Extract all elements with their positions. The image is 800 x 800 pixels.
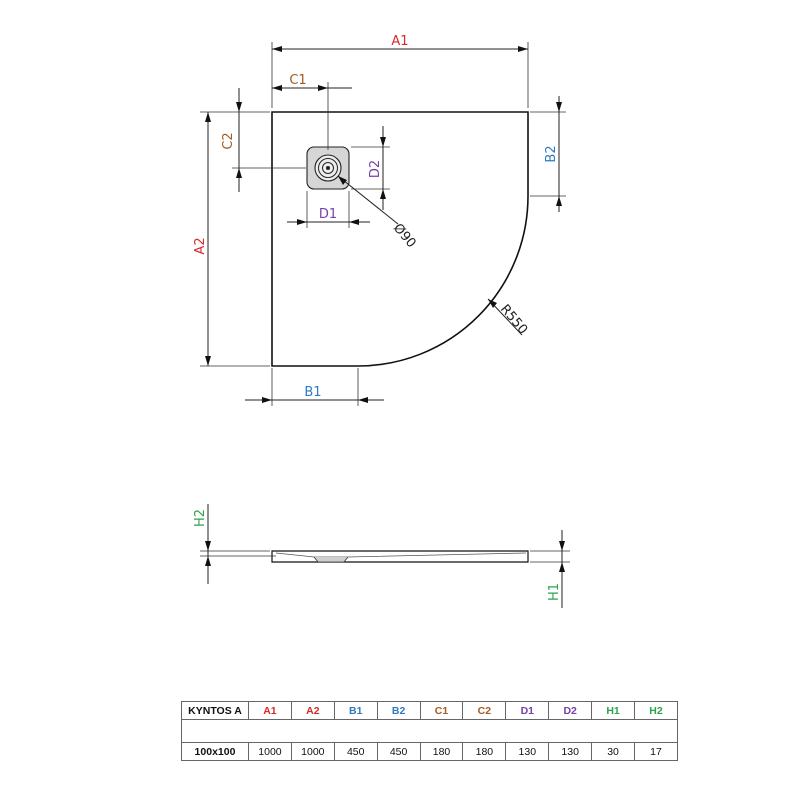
tray-side-view (271, 550, 529, 563)
dimension-h1: H1 (530, 530, 570, 608)
table-cell-d1: 130 (505, 742, 550, 761)
dimension-radius: R550 (487, 298, 530, 338)
label-drain-diameter: Ø90 (390, 221, 419, 251)
table-cell-size: 100x100 (181, 742, 249, 761)
table-header-c2: C2 (462, 701, 507, 720)
label-d1: D1 (319, 207, 337, 222)
dimension-c1: C1 (272, 73, 352, 150)
table-cell-d2: 130 (548, 742, 593, 761)
label-a2: A2 (193, 237, 208, 254)
table-cell-c1: 180 (419, 742, 464, 761)
dimension-c2: C2 (221, 88, 306, 192)
table-cell-c2: 180 (462, 742, 507, 761)
table-cell-b1: 450 (333, 742, 378, 761)
table-header-c1: C1 (419, 701, 464, 720)
dimension-d2: D2 (351, 126, 390, 210)
table-header-a2: A2 (290, 701, 335, 720)
table-cell-h1: 30 (591, 742, 636, 761)
dimension-b2: B2 (530, 96, 566, 212)
table-header-b1: B1 (333, 701, 378, 720)
technical-drawing: A1 C1 C2 A2 D2 (193, 34, 570, 608)
label-b2: B2 (544, 145, 559, 162)
table-header-d1: D1 (505, 701, 550, 720)
table-cell-h2: 17 (634, 742, 678, 761)
table-header-d2: D2 (548, 701, 593, 720)
dimension-d1: D1 (287, 191, 370, 228)
table-cell-b2: 450 (376, 742, 421, 761)
label-b1: B1 (304, 385, 321, 400)
table-header-a1: A1 (248, 701, 292, 720)
tray-top-view (271, 111, 529, 367)
table-cell-a1: 1000 (248, 742, 292, 761)
label-d2: D2 (368, 160, 383, 178)
table-cell-a2: 1000 (290, 742, 335, 761)
dimension-drain-diameter: Ø90 (337, 175, 419, 251)
dimension-b1: B1 (245, 368, 384, 406)
label-a1: A1 (391, 34, 408, 49)
label-c2: C2 (221, 132, 236, 149)
dimension-a2: A2 (193, 111, 270, 367)
table-header-b2: B2 (376, 701, 421, 720)
label-h2: H2 (193, 509, 208, 527)
table-header-product: KYNTOS A (181, 701, 249, 720)
dimension-h2: H2 (193, 504, 276, 584)
drain-icon (306, 146, 350, 190)
table-header-h2: H2 (634, 701, 678, 720)
table-spacer-row (181, 719, 678, 743)
dimension-a1: A1 (271, 34, 529, 108)
table-header-h1: H1 (591, 701, 636, 720)
label-h1: H1 (547, 583, 562, 601)
label-c1: C1 (289, 73, 306, 88)
label-radius: R550 (497, 302, 530, 338)
